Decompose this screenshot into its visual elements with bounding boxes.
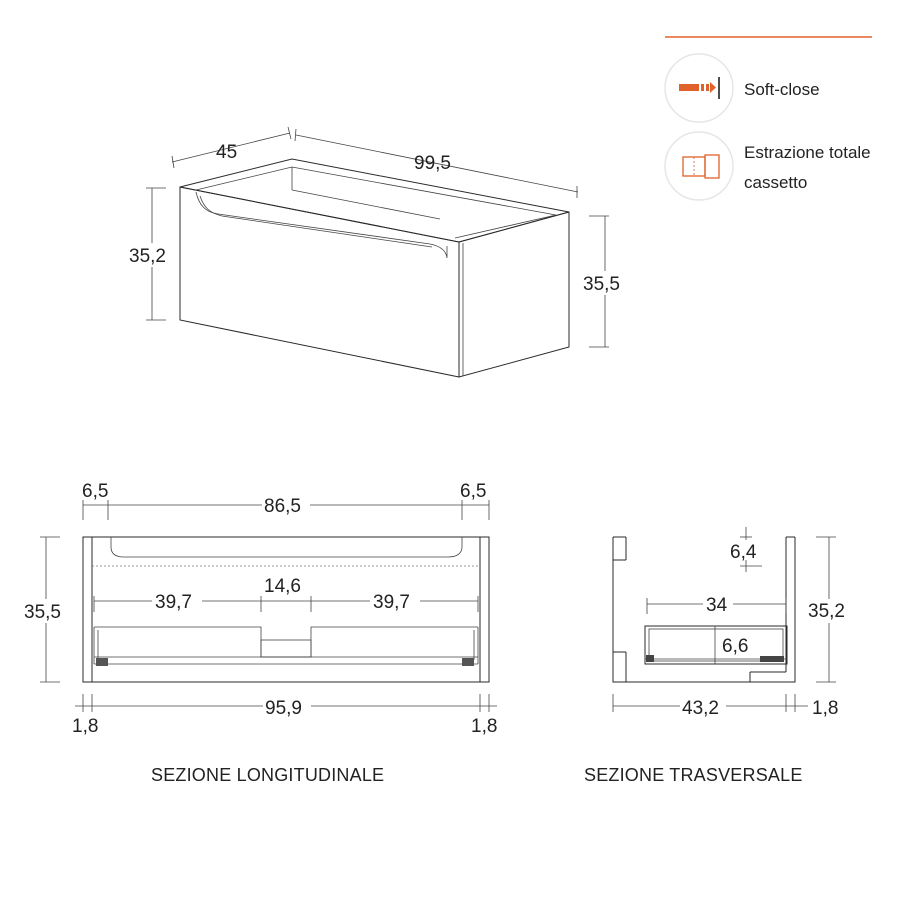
bottom-right-label: 1,8 [471, 716, 497, 737]
top-middle-label: 86,5 [264, 496, 301, 517]
drawer-height-label: 6,6 [722, 636, 748, 657]
transversal-drawer [644, 625, 788, 665]
dimension-front-height: 35,2 [126, 187, 178, 321]
soft-close-legend-item: Soft-close [664, 53, 820, 123]
inner-middle-label: 14,6 [264, 576, 301, 597]
dimension-longitudinal-height: 35,5 [22, 536, 72, 683]
full-extraction-drawer-icon [664, 131, 734, 201]
longitudinal-height-label: 35,5 [24, 602, 61, 623]
longitudinal-caption: SEZIONE LONGITUDINALE [151, 765, 384, 785]
handle-groove-lower [199, 195, 433, 248]
soft-close-label: Soft-close [744, 80, 820, 99]
depth-label: 45 [216, 142, 237, 163]
dimension-side-height: 35,5 [580, 215, 632, 348]
longitudinal-drawer [93, 626, 479, 666]
top-left-label: 6,5 [82, 481, 108, 502]
top-gap-label: 6,4 [730, 542, 757, 563]
inner-left-label: 39,7 [155, 592, 192, 613]
legend: Soft-close Estrazione totale cassetto [664, 36, 872, 201]
transversal-section: 6,4 34 6,6 35,2 [584, 527, 856, 785]
dimension-top-row: 6,5 86,5 6,5 [82, 481, 490, 520]
dimension-inner-row: 39,7 14,6 39,7 [93, 576, 479, 613]
longitudinal-handle-recess [110, 537, 463, 558]
longitudinal-outer-frame [82, 536, 490, 683]
bottom-left-label: 1,8 [72, 716, 98, 737]
inner-right-label: 39,7 [373, 592, 410, 613]
full-extraction-drawer-glyph [682, 154, 720, 179]
bottom-middle-label: 95,9 [265, 698, 302, 719]
handle-groove [195, 191, 448, 259]
cabinet-side-face [458, 211, 570, 378]
cabinet-top-face [179, 158, 570, 243]
full-extraction-label-line2: cassetto [744, 173, 807, 192]
cabinet-front-face [179, 186, 460, 378]
dimension-bottom-row: 1,8 95,9 1,8 [72, 694, 497, 737]
width-label: 99,5 [414, 153, 451, 174]
dimension-drawer-depth: 34 [646, 593, 787, 616]
front-height-label: 35,2 [129, 246, 166, 267]
soft-close-icon-glyph [679, 77, 720, 99]
dimension-transversal-height: 35,2 [806, 536, 856, 683]
cabinet-inner-back-2 [291, 189, 441, 220]
drawer-depth-label: 34 [706, 595, 728, 616]
transversal-height-label: 35,2 [808, 601, 845, 622]
dimension-top-gap: 6,4 [730, 527, 762, 572]
perspective-view: 45 99,5 35,2 35,5 [126, 126, 632, 378]
longitudinal-section: 6,5 86,5 6,5 39,7 14,6 39,7 35,5 [22, 481, 497, 785]
transversal-caption: SEZIONE TRASVERSALE [584, 765, 803, 785]
full-extraction-legend-item: Estrazione totale cassetto [664, 131, 871, 201]
full-extraction-label-line1: Estrazione totale [744, 143, 871, 162]
dimension-transversal-bottom: 43,2 1,8 [612, 694, 838, 719]
cabinet-inner-rim [195, 166, 557, 239]
dimension-depth: 45 [171, 126, 292, 169]
top-right-label: 6,5 [460, 481, 486, 502]
transversal-bottom-depth-label: 43,2 [682, 698, 719, 719]
dimension-width: 99,5 [294, 128, 579, 198]
side-height-label: 35,5 [583, 274, 620, 295]
transversal-bottom-right-label: 1,8 [812, 698, 838, 719]
transversal-outer-frame [612, 537, 796, 683]
dimension-drawer-height: 6,6 [714, 626, 754, 664]
